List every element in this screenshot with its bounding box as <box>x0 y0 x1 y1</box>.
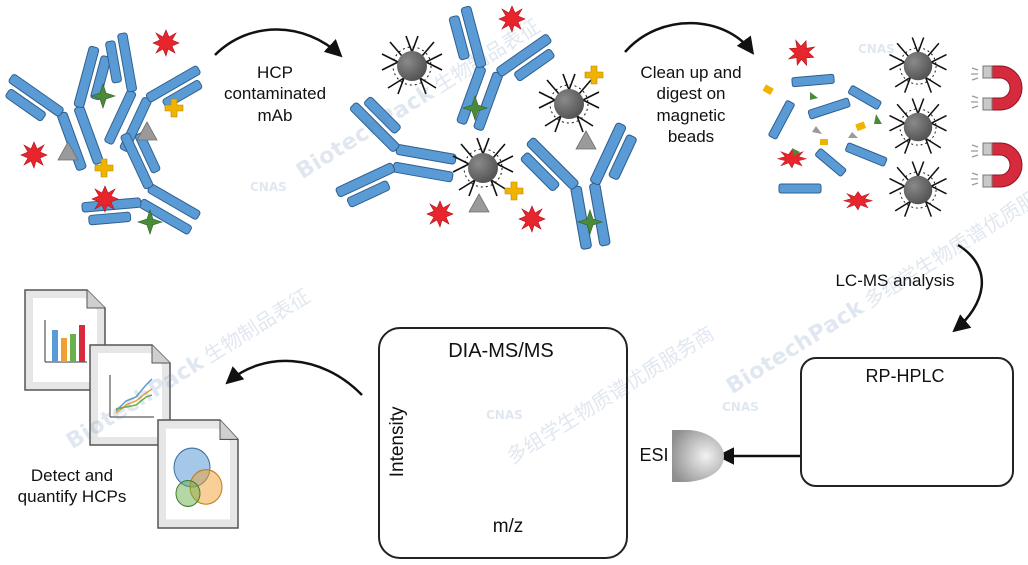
esi-source-icon <box>672 430 724 482</box>
hcp-fragment <box>820 139 828 145</box>
lcms-analysis-label: LC-MS analysis <box>835 271 955 290</box>
result-documents <box>24 289 239 529</box>
antibody-icon <box>412 0 566 148</box>
hcp-fragment <box>874 114 882 124</box>
dia-msms-title: DIA-MS/MS <box>448 340 554 362</box>
peptide-fragments <box>768 73 888 194</box>
magnetic-bead-icon <box>381 35 443 95</box>
bead-capture-cluster <box>331 0 659 259</box>
magnet-icon <box>970 65 1023 111</box>
arrow-to-beads <box>214 28 343 58</box>
magnetic-bead-icon <box>888 97 948 155</box>
hcp-starburst-icon <box>518 205 546 233</box>
hcp-cross-icon <box>584 65 604 85</box>
magnetic-bead-icon <box>538 73 600 133</box>
hcp-starburst-icon <box>20 141 48 169</box>
hcp-fragment <box>855 121 867 132</box>
chart-document-icon <box>157 419 239 529</box>
rp-hplc-title: RP-HPLC <box>865 366 945 386</box>
hcp-starburst-icon <box>777 149 807 169</box>
hcp-starburst-icon <box>498 5 526 33</box>
magnet-icon <box>970 142 1023 188</box>
contaminated-mab-cluster <box>0 24 224 274</box>
magnetic-bead-icon <box>452 137 514 197</box>
hcp-starburst-icon <box>784 35 819 70</box>
hcp-triangle-icon <box>575 130 597 150</box>
hcp-starburst-icon <box>152 29 180 57</box>
dia-msms-panel <box>378 327 628 559</box>
esi-label: ESI <box>639 445 669 465</box>
hcp-fragment <box>762 84 774 95</box>
chart-document-icon <box>24 289 106 391</box>
hcp-fragment <box>810 92 818 100</box>
arrow-to-reports <box>225 359 363 396</box>
hcp-fragment <box>792 148 800 156</box>
digest-cluster <box>762 35 1023 218</box>
hcp-starburst-icon <box>426 200 454 228</box>
chart-document-icon <box>89 344 171 446</box>
hcp-triangle-icon <box>468 193 490 213</box>
arrow-to-digest <box>624 21 755 55</box>
intensity-axis-label: Intensity <box>387 406 409 478</box>
arrow-to-lcms <box>952 243 984 333</box>
mz-axis-label: m/z <box>492 516 524 537</box>
hcp-fragment <box>848 132 858 138</box>
hcp-fragment <box>812 126 822 134</box>
hcp-cross-icon <box>504 181 524 201</box>
magnetic-bead-icon <box>888 160 948 218</box>
rp-hplc-panel <box>800 357 1014 487</box>
magnetic-bead-icon <box>888 36 948 94</box>
hcp-starburst-icon <box>843 191 873 211</box>
